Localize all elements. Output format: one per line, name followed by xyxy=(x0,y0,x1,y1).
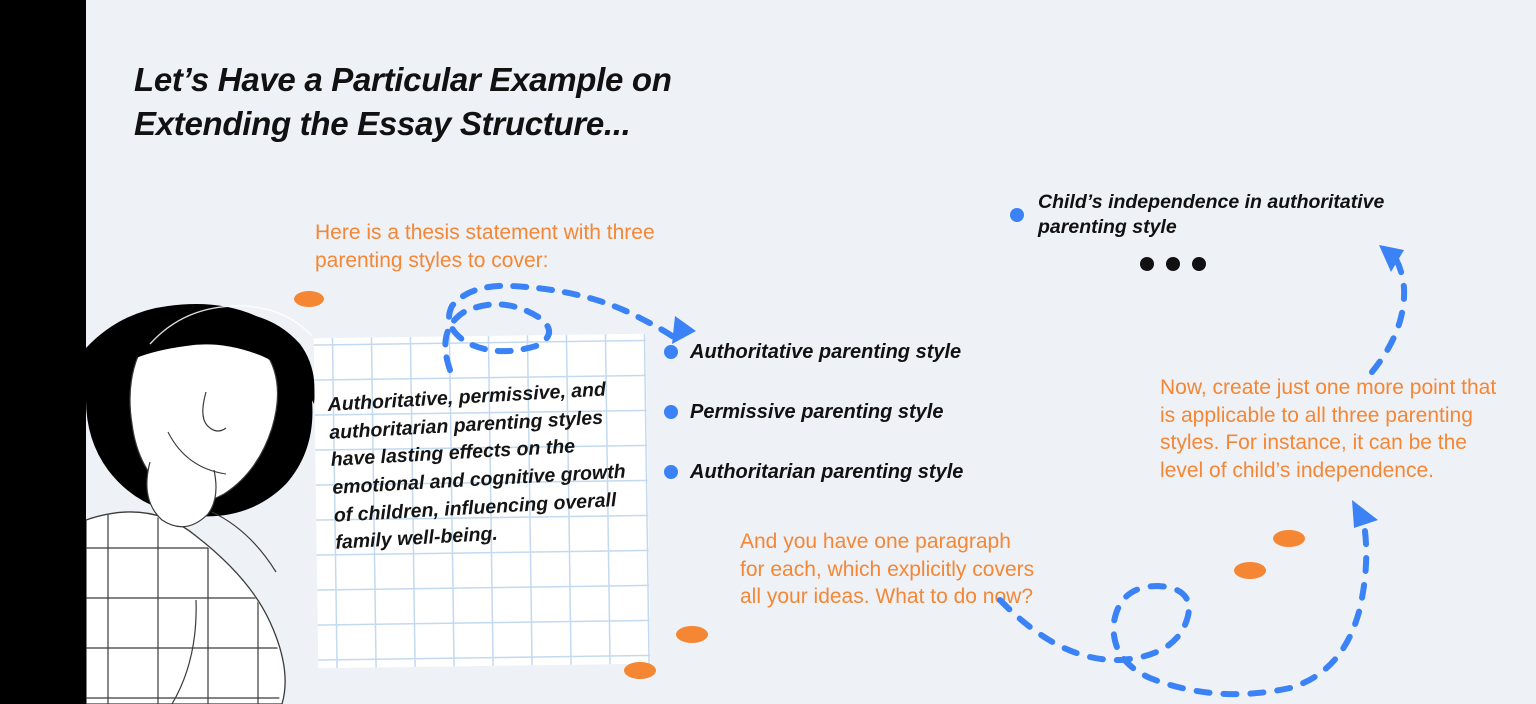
list-item: Permissive parenting style xyxy=(664,390,994,434)
note-one-more-point: Now, create just one more point that is … xyxy=(1160,376,1497,483)
bullet-dot-icon xyxy=(664,465,678,479)
ellipsis-dot-icon xyxy=(1192,257,1206,271)
left-black-band xyxy=(0,0,86,704)
ellipsis-dot-icon xyxy=(1166,257,1180,271)
ellipsis-dots-indicator xyxy=(1140,257,1206,271)
decor-oval xyxy=(676,626,708,643)
extra-point-item: Child’s independence in authoritative pa… xyxy=(1010,190,1400,241)
bullet-dot-icon xyxy=(664,405,678,419)
note-thesis-intro: Here is a thesis statement with three pa… xyxy=(315,221,655,272)
list-item: Authoritarian parenting style xyxy=(664,450,994,494)
parenting-styles-bullet-list: Authoritative parenting style Permissive… xyxy=(664,330,994,510)
bullet-dot-icon xyxy=(664,345,678,359)
bullet-label: Permissive parenting style xyxy=(690,401,944,423)
decor-oval xyxy=(624,662,656,679)
ellipsis-dot-icon xyxy=(1140,257,1154,271)
decor-oval xyxy=(294,291,324,307)
thesis-statement-text: Authoritative, permissive, and authorita… xyxy=(327,378,627,555)
decor-oval xyxy=(1234,562,1266,579)
bullet-label: Authoritarian parenting style xyxy=(690,461,964,483)
extra-point-label: Child’s independence in authoritative pa… xyxy=(1038,191,1385,239)
bullet-dot-icon xyxy=(1010,208,1024,223)
list-item: Authoritative parenting style xyxy=(664,330,994,374)
slide-title: Let’s Have a Particular Example on Exten… xyxy=(134,61,672,142)
note-paragraph-prompt: And you have one paragraph for each, whi… xyxy=(740,530,1035,609)
bullet-label: Authoritative parenting style xyxy=(690,341,962,363)
decor-oval xyxy=(1273,530,1305,547)
